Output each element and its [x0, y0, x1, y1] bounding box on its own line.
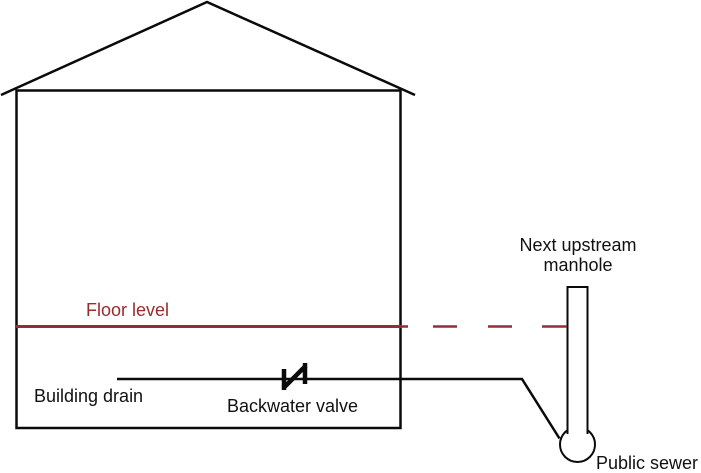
- backwater-valve-label: Backwater valve: [227, 396, 359, 416]
- building-drain-pipe: [117, 377, 561, 440]
- house-wall-outline: [15, 89, 402, 430]
- building-drain-label: Building drain: [34, 386, 144, 406]
- floor-level-label: Floor level: [86, 300, 170, 320]
- backwater-valve-icon: [281, 363, 308, 391]
- next-upstream-manhole-label: Next upstream manhole: [519, 235, 636, 275]
- manhole-shaft-icon: [566, 286, 589, 434]
- next-upstream-manhole-label-line1: Next upstream: [519, 235, 637, 255]
- next-upstream-manhole-label-line2: manhole: [543, 255, 613, 275]
- manhole-and-sewer: [559, 286, 596, 463]
- public-sewer-label: Public sewer: [596, 453, 699, 473]
- roof-outline: [0, 0, 416, 97]
